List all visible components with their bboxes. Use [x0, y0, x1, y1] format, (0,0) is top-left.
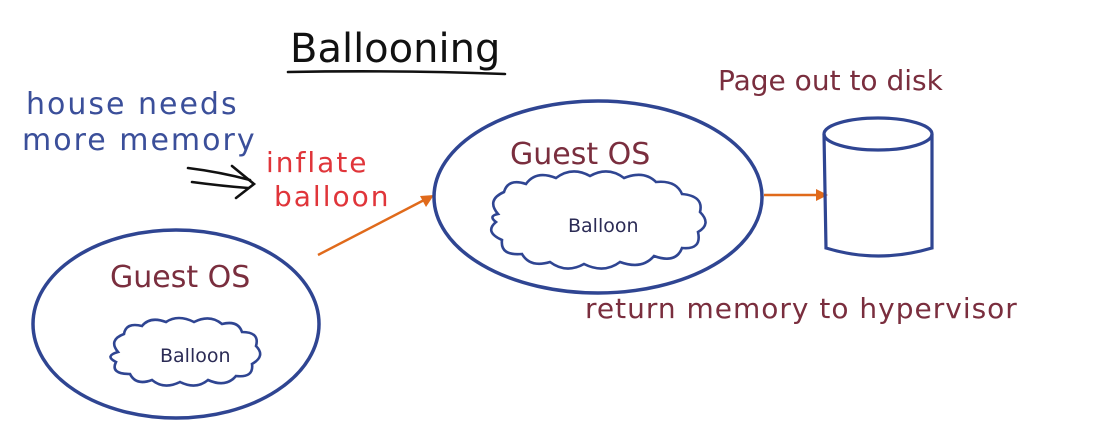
title-underline: [286, 70, 507, 76]
return-memory-label: return memory to hypervisor: [585, 292, 1018, 325]
host-note-line2: more memory: [22, 123, 257, 158]
guest-os-left: Guest OS Balloon: [31, 228, 321, 420]
guest-os-left-label: Guest OS: [110, 260, 250, 295]
inflate-line2: balloon: [274, 180, 391, 213]
balloon-right-label: Balloon: [568, 215, 639, 237]
inflate-arrow: [317, 195, 434, 257]
implies-arrow-icon: [186, 164, 257, 200]
guest-os-right-ellipse: [432, 99, 764, 295]
guest-os-left-ellipse: [31, 228, 321, 420]
title: Ballooning: [290, 26, 500, 72]
page-out-label: Page out to disk: [718, 64, 944, 97]
balloon-right-cloud: [489, 170, 707, 270]
guest-os-right-label: Guest OS: [510, 137, 650, 172]
disk-icon: [822, 116, 934, 258]
balloon-left-label: Balloon: [160, 345, 231, 367]
host-note-line1: house needs: [26, 87, 239, 122]
balloon-left-cloud: [109, 316, 262, 387]
page-out-arrow: [764, 189, 828, 201]
guest-os-right: Guest OS Balloon: [432, 99, 764, 295]
inflate-line1: inflate: [266, 146, 369, 179]
